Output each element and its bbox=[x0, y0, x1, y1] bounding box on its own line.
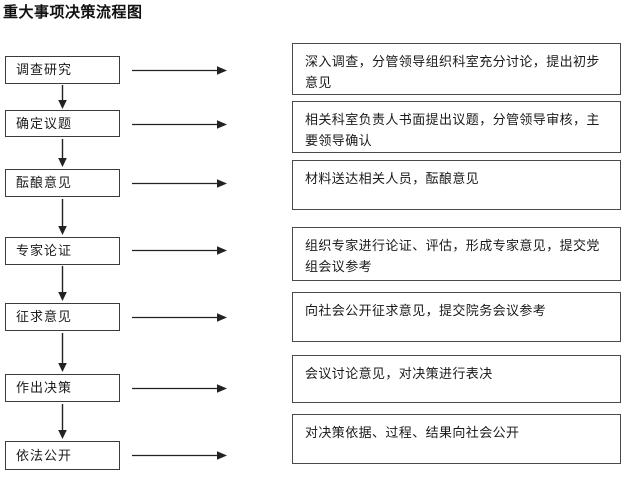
detail-box[interactable]: 会议讨论意见，对决策进行表决 bbox=[292, 355, 621, 403]
right-arrow-icon bbox=[132, 179, 227, 188]
down-arrow-icon bbox=[55, 199, 70, 235]
stage-box[interactable]: 依法公开 bbox=[5, 441, 120, 470]
stage-label: 征求意见 bbox=[16, 309, 73, 324]
detail-box[interactable]: 组织专家进行论证、评估，形成专家意见，提交党组会议参考 bbox=[292, 227, 621, 281]
stage-label: 调查研究 bbox=[16, 62, 73, 77]
stage-box[interactable]: 调查研究 bbox=[5, 56, 120, 84]
detail-text: 向社会公开征求意见，提交院务会议参考 bbox=[305, 303, 547, 318]
detail-text: 对决策依据、过程、结果向社会公开 bbox=[305, 425, 520, 440]
down-arrow-icon bbox=[55, 85, 70, 109]
right-arrow-icon bbox=[132, 451, 227, 460]
stage-label: 专家论证 bbox=[16, 243, 73, 258]
detail-box[interactable]: 向社会公开征求意见，提交院务会议参考 bbox=[292, 292, 621, 342]
stage-box[interactable]: 确定议题 bbox=[5, 110, 120, 137]
detail-text: 组织专家进行论证、评估，形成专家意见，提交党组会议参考 bbox=[305, 238, 600, 274]
stage-label: 依法公开 bbox=[16, 447, 73, 463]
page-title: 重大事项决策流程图 bbox=[3, 4, 143, 21]
right-arrow-icon bbox=[132, 120, 227, 129]
stage-label: 作出决策 bbox=[16, 380, 73, 395]
stage-box[interactable]: 酝酿意见 bbox=[5, 169, 120, 197]
detail-box[interactable]: 相关科室负责人书面提出议题，分管领导审核，主要领导确认 bbox=[292, 101, 621, 153]
right-arrow-icon bbox=[132, 66, 227, 75]
stage-box[interactable]: 征求意见 bbox=[5, 303, 120, 331]
detail-box[interactable]: 材料送达相关人员，酝酿意见 bbox=[292, 160, 621, 210]
detail-text: 会议讨论意见，对决策进行表决 bbox=[305, 366, 493, 381]
right-arrow-icon bbox=[132, 313, 227, 322]
detail-box[interactable]: 对决策依据、过程、结果向社会公开 bbox=[292, 414, 621, 464]
detail-text: 深入调查，分管领导组织科室充分讨论，提出初步意见 bbox=[305, 54, 600, 90]
stage-box[interactable]: 专家论证 bbox=[5, 237, 120, 265]
down-arrow-icon bbox=[55, 266, 70, 301]
down-arrow-icon bbox=[55, 333, 70, 372]
right-arrow-icon bbox=[132, 246, 227, 255]
detail-text: 相关科室负责人书面提出议题，分管领导审核，主要领导确认 bbox=[305, 112, 600, 148]
right-arrow-icon bbox=[132, 384, 227, 393]
detail-text: 材料送达相关人员，酝酿意见 bbox=[305, 171, 480, 186]
down-arrow-icon bbox=[55, 139, 70, 167]
down-arrow-icon bbox=[55, 404, 70, 439]
detail-box[interactable]: 深入调查，分管领导组织科室充分讨论，提出初步意见 bbox=[292, 43, 621, 95]
stage-label: 酝酿意见 bbox=[16, 175, 73, 190]
stage-box[interactable]: 作出决策 bbox=[5, 374, 120, 402]
stage-label: 确定议题 bbox=[16, 115, 73, 131]
